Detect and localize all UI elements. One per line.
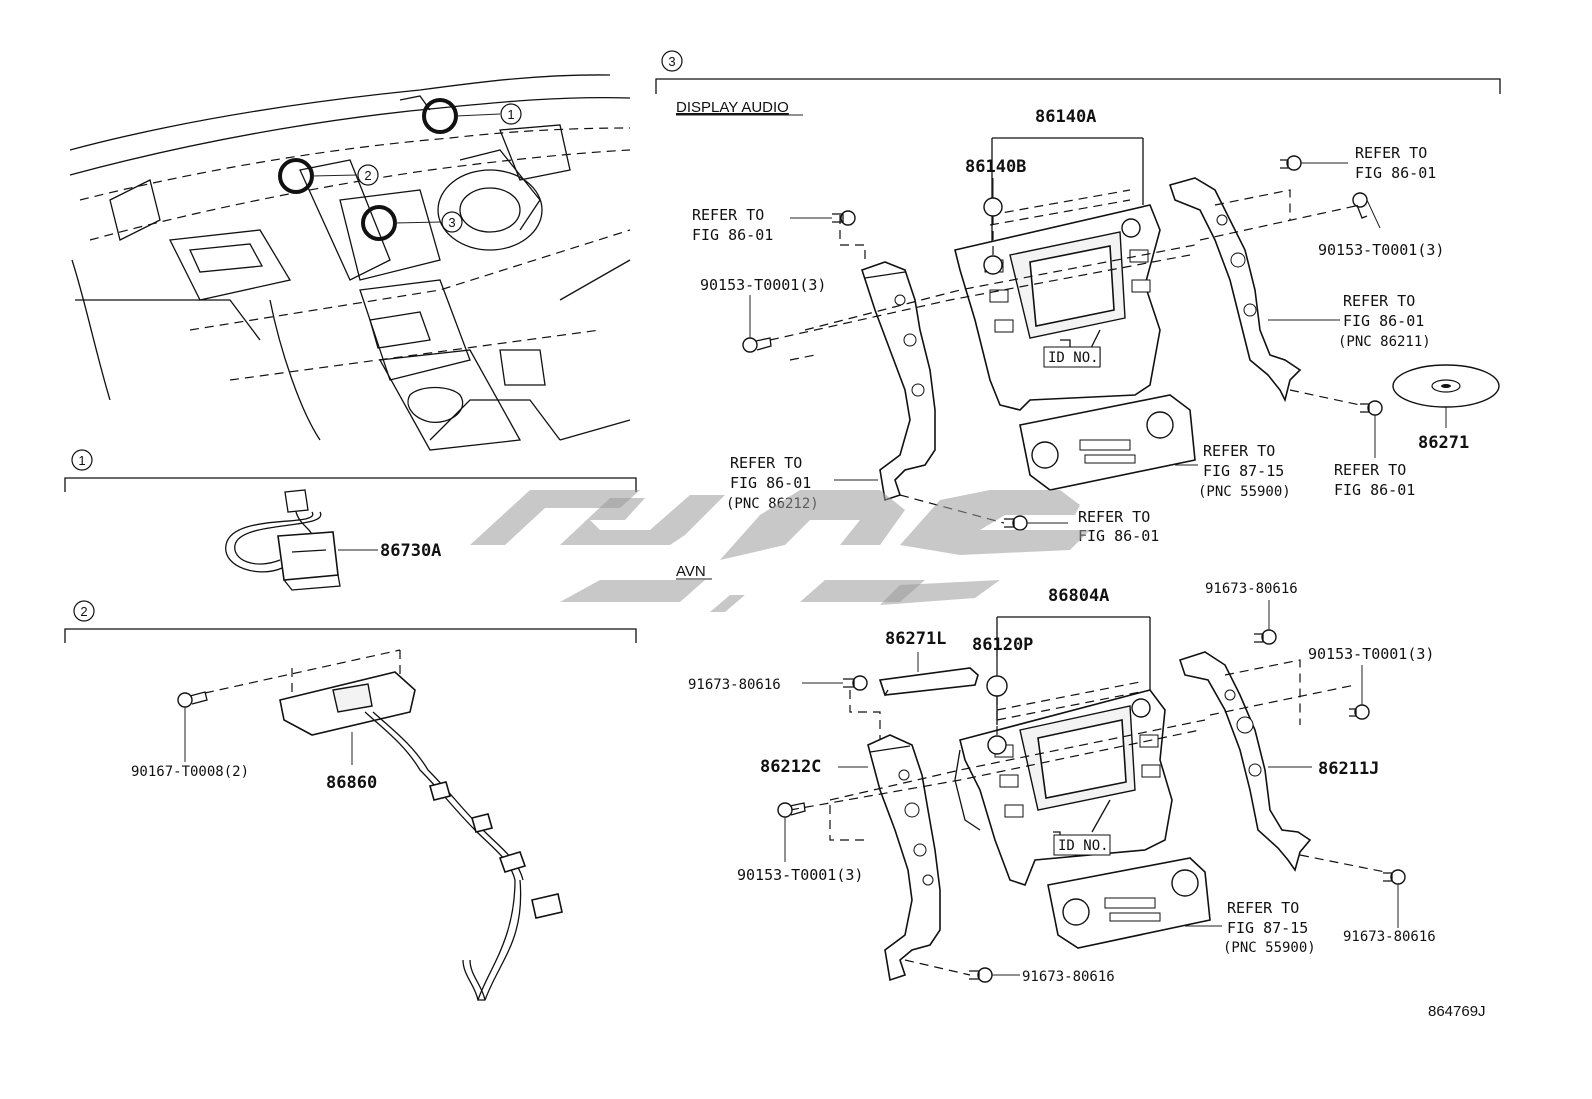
dashboard-overview-illustration (69, 74, 631, 451)
part-label-91673-b: 91673-80616 (1205, 581, 1298, 597)
part-label-86120P: 86120P (972, 635, 1033, 655)
ref-note-6: REFER TO FIG 86-01 (1334, 461, 1415, 499)
part-label-90153-a: 90153-T0001(3) (700, 276, 826, 294)
bolt-icon (742, 295, 772, 353)
bolt-icon (1360, 400, 1383, 458)
section-1-header: 1 (64, 449, 637, 492)
avn-heading: AVN (676, 563, 706, 580)
overview-marker-3: 3 (441, 211, 463, 233)
part-label-86140B: 86140B (965, 157, 1026, 177)
overview-marker-1: 1 (500, 103, 522, 125)
figure-code: 864769J (1428, 1003, 1486, 1020)
svg-text:REFER TO: REFER TO (1343, 292, 1415, 310)
avn-climate-panel (1047, 857, 1222, 949)
part-label-86140A: 86140A (1035, 107, 1096, 127)
part-label-90167: 90167-T0008(2) (131, 764, 249, 780)
svg-text:REFER TO: REFER TO (1203, 442, 1275, 460)
bolt-icon (969, 967, 1020, 983)
section-3-header: 3 (655, 50, 1501, 94)
disc-86271-illustration (1392, 364, 1500, 428)
avn-left-bracket-86212C (789, 690, 1206, 982)
id-no-tag-2: ID NO. (1053, 834, 1111, 856)
svg-text:1: 1 (507, 107, 514, 122)
display-audio-climate-panel (1019, 394, 1198, 491)
bolt-icon (790, 210, 856, 226)
part-label-86804A: 86804A (1048, 586, 1109, 606)
bolt-90167-icon (177, 691, 208, 708)
part-86730A-illustration (225, 489, 378, 591)
ref-note-8: REFER TO FIG 87-15 (PNC 55900) (1223, 899, 1316, 956)
svg-text:1: 1 (78, 453, 85, 468)
display-audio-left-bracket (769, 215, 1196, 502)
display-audio-unit-illustration (954, 137, 1161, 411)
svg-text:(PNC 55900): (PNC 55900) (1198, 484, 1291, 500)
part-label-86271: 86271 (1418, 433, 1469, 453)
svg-text:3: 3 (668, 54, 675, 69)
watermark-logo (470, 490, 1090, 612)
part-label-90153-c: 90153-T0001(3) (737, 866, 863, 884)
svg-text:FIG 86-01: FIG 86-01 (692, 226, 773, 244)
id-no-tag-1: ID NO. (1043, 346, 1101, 368)
part-label-86860: 86860 (326, 773, 377, 793)
svg-text:REFER TO: REFER TO (1355, 144, 1427, 162)
svg-text:FIG 86-01: FIG 86-01 (1355, 164, 1436, 182)
svg-text:REFER TO: REFER TO (692, 206, 764, 224)
display-audio-heading: DISPLAY AUDIO (676, 99, 789, 116)
bolt-icon (1280, 155, 1348, 171)
svg-text:REFER TO: REFER TO (1334, 461, 1406, 479)
avn-right-bracket-86211J (1178, 651, 1386, 873)
ref-note-3: REFER TO FIG 86-01 (PNC 86211) (1338, 292, 1431, 350)
bolt-icon (1352, 192, 1381, 229)
bolt-icon (1254, 600, 1277, 645)
bolt-icon (777, 802, 806, 862)
part-label-91673-c: 91673-80616 (1343, 929, 1436, 945)
part-label-90153-d: 90153-T0001(3) (1308, 645, 1434, 663)
svg-text:2: 2 (80, 604, 87, 619)
ref-note-5: REFER TO FIG 86-01 (1078, 508, 1159, 545)
svg-text:ID NO.: ID NO. (1058, 838, 1109, 854)
display-audio-right-bracket (1168, 177, 1361, 406)
svg-text:ID NO.: ID NO. (1048, 350, 1099, 366)
svg-text:FIG 86-01: FIG 86-01 (1334, 481, 1415, 499)
section-2-header: 2 (64, 600, 637, 643)
part-label-91673-a: 91673-80616 (688, 677, 781, 693)
svg-text:REFER TO: REFER TO (1078, 508, 1150, 526)
svg-text:FIG 86-01: FIG 86-01 (1343, 312, 1424, 330)
bolt-icon (1349, 665, 1370, 720)
bolt-icon (802, 675, 868, 691)
part-label-86212C: 86212C (760, 757, 821, 777)
svg-text:FIG 86-01: FIG 86-01 (730, 474, 811, 492)
bolt-icon (1383, 869, 1406, 928)
svg-text:(PNC 55900): (PNC 55900) (1223, 940, 1316, 956)
svg-text:FIG 87-15: FIG 87-15 (1227, 919, 1308, 937)
part-86860-illustration (177, 649, 563, 1001)
overview-marker-2: 2 (357, 164, 379, 186)
part-label-86271L: 86271L (885, 629, 946, 649)
part-label-90153-b: 90153-T0001(3) (1318, 241, 1444, 259)
part-label-86211J: 86211J (1318, 759, 1379, 779)
svg-text:REFER TO: REFER TO (730, 454, 802, 472)
ref-note-2: REFER TO FIG 86-01 (1355, 144, 1436, 182)
part-label-91673-d: 91673-80616 (1022, 969, 1115, 985)
part-label-86730A: 86730A (380, 541, 441, 561)
svg-text:2: 2 (364, 168, 371, 183)
svg-text:FIG 86-01: FIG 86-01 (1078, 527, 1159, 545)
ref-note-1: REFER TO FIG 86-01 (692, 206, 773, 244)
svg-text:REFER TO: REFER TO (1227, 899, 1299, 917)
svg-text:(PNC 86211): (PNC 86211) (1338, 334, 1431, 350)
svg-text:FIG 87-15: FIG 87-15 (1203, 462, 1284, 480)
svg-text:3: 3 (448, 215, 455, 230)
ref-note-7: REFER TO FIG 87-15 (PNC 55900) (1198, 442, 1291, 500)
